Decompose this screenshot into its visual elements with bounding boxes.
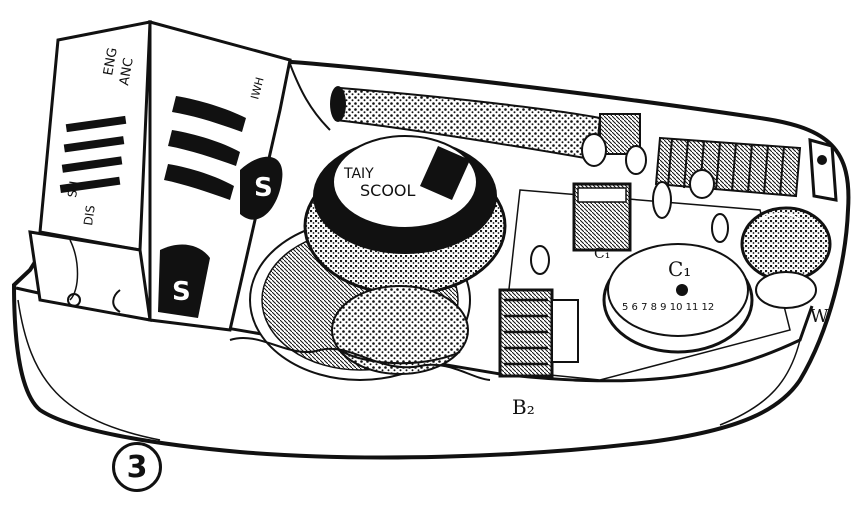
label-c1: C₁	[668, 257, 691, 281]
figure-number-badge: 3	[112, 442, 162, 492]
speaker: TAIY SCOOL	[229, 135, 507, 381]
label-b2: B₂	[512, 395, 535, 419]
battery-cell-logo: S	[254, 173, 273, 203]
circuit-board: 5 6 7 8 9 10 11 12	[498, 133, 832, 381]
battery-front-text-1: SH	[65, 180, 81, 198]
figure-number: 3	[126, 449, 148, 485]
label-c1-small: C₁	[594, 246, 610, 262]
battery-side-text-2: ANC	[117, 57, 137, 87]
speaker-text-1: TAIY	[343, 166, 374, 182]
label-w: W	[810, 306, 829, 327]
battery-front-text-2: DIS	[81, 204, 98, 226]
svg-text:5 6 7 8 9 10 11 12: 5 6 7 8 9 10 11 12	[622, 302, 714, 313]
battery-pack: ENG ANC S IWH S SH DIS	[28, 20, 292, 332]
battery-cell-text: IWH	[248, 76, 266, 101]
battery-side-text-1: ENG	[101, 46, 121, 76]
speaker-text-2: SCOOL	[360, 181, 416, 200]
battery-front-logo: S	[172, 277, 191, 307]
